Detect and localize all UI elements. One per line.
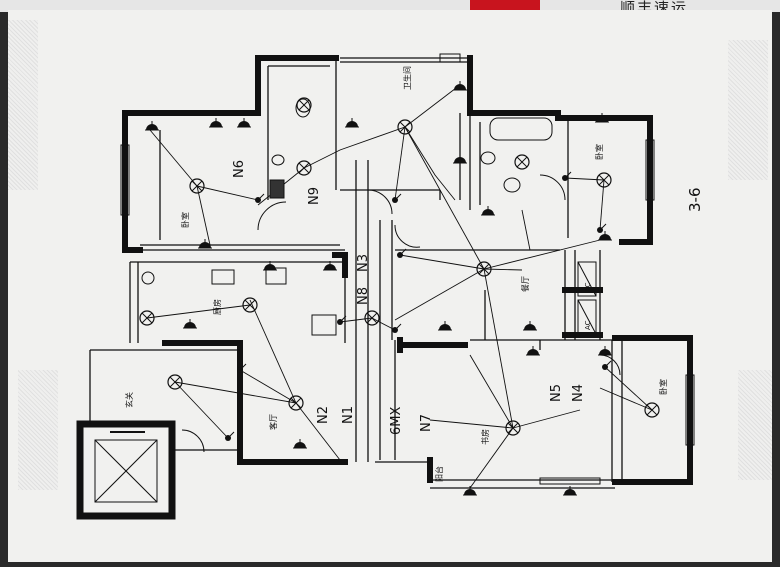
circuit-label-n2: N2 bbox=[316, 406, 331, 424]
circuit-label-n5: N5 bbox=[549, 384, 564, 402]
circuit-label-n4: N4 bbox=[571, 384, 586, 402]
windows bbox=[120, 53, 695, 485]
room-label: 书房 bbox=[480, 429, 490, 445]
switch-icon bbox=[601, 360, 612, 371]
toilet-icon bbox=[503, 177, 521, 193]
room-label: 玄关 bbox=[124, 392, 134, 408]
ceiling-light-icon bbox=[288, 395, 304, 411]
ceiling-light-icon bbox=[514, 154, 530, 170]
sink-icon bbox=[271, 154, 285, 166]
wall-socket-icon bbox=[292, 438, 308, 449]
room-label: 卧室 bbox=[180, 212, 190, 228]
wall-sockets bbox=[144, 80, 613, 496]
ac-panels bbox=[577, 261, 597, 335]
room-label: 卫生间 bbox=[402, 66, 412, 90]
switch-icon bbox=[224, 431, 235, 442]
bathtub-icon bbox=[489, 117, 553, 141]
circuit-label-mx: 6MX bbox=[389, 407, 404, 435]
exterior-walls bbox=[122, 55, 693, 485]
wall-socket-icon bbox=[182, 318, 198, 329]
ceiling-light-icon bbox=[364, 310, 380, 326]
ac-label: AC bbox=[584, 282, 592, 292]
switch-icon bbox=[561, 171, 572, 182]
wall-socket-icon bbox=[437, 320, 453, 331]
toilet-icon bbox=[295, 98, 311, 118]
courier-red-band bbox=[470, 0, 540, 12]
circuit-label-n7: N7 bbox=[419, 414, 434, 432]
paper-texture bbox=[8, 20, 38, 190]
paper-texture bbox=[18, 370, 58, 490]
switch-icon bbox=[391, 323, 402, 334]
ceiling-light-icon bbox=[397, 119, 413, 135]
room-label: 阳台 bbox=[434, 466, 444, 482]
sink-icon bbox=[211, 269, 235, 285]
wall-socket-icon bbox=[597, 345, 613, 356]
room-label: 餐厅 bbox=[521, 276, 530, 292]
sink-icon bbox=[480, 151, 496, 165]
wall-socket-icon bbox=[236, 117, 252, 128]
circuit-label-n3: N3 bbox=[356, 254, 371, 272]
room-label: 厨房 bbox=[212, 299, 222, 315]
ac-label: AC bbox=[584, 320, 592, 330]
paper-texture bbox=[728, 40, 768, 180]
ceiling-light-icon bbox=[505, 420, 521, 436]
room-label: 客厅 bbox=[268, 414, 278, 430]
wall-socket-icon bbox=[480, 205, 496, 216]
bathroom-fixtures bbox=[141, 98, 553, 336]
room-label: 卧室 bbox=[594, 144, 604, 160]
circuit-label-n1: N1 bbox=[341, 406, 356, 424]
wiring-runs bbox=[146, 84, 653, 489]
switch-icon bbox=[391, 193, 402, 204]
paper-texture bbox=[738, 370, 772, 480]
wall-socket-icon bbox=[344, 117, 360, 128]
circuit-label-n6: N6 bbox=[232, 160, 247, 178]
wall-socket-icon bbox=[525, 345, 541, 356]
elevator-icon bbox=[94, 431, 158, 503]
wall-socket-icon bbox=[144, 120, 160, 131]
floor-plan-sheet bbox=[8, 10, 772, 562]
ceiling-light-icon bbox=[189, 178, 205, 194]
circuit-label-n9: N9 bbox=[307, 187, 322, 205]
room-label: 卧室 bbox=[658, 379, 668, 395]
ceiling-light-icon bbox=[296, 160, 312, 176]
interior-walls bbox=[76, 57, 623, 520]
doors bbox=[181, 174, 621, 453]
ceiling-light-icon bbox=[139, 310, 155, 326]
wall-socket-icon bbox=[522, 320, 538, 331]
sheet-number: 3-6 bbox=[686, 188, 704, 213]
wall-socket-icon bbox=[452, 153, 468, 164]
wall-socket-icon bbox=[208, 117, 224, 128]
top-strip bbox=[0, 0, 780, 12]
wall-socket-icon bbox=[452, 80, 468, 91]
circuit-label-n8: N8 bbox=[356, 287, 371, 305]
ceiling-light-icon bbox=[167, 374, 183, 390]
ceiling-light-icon bbox=[644, 402, 660, 418]
